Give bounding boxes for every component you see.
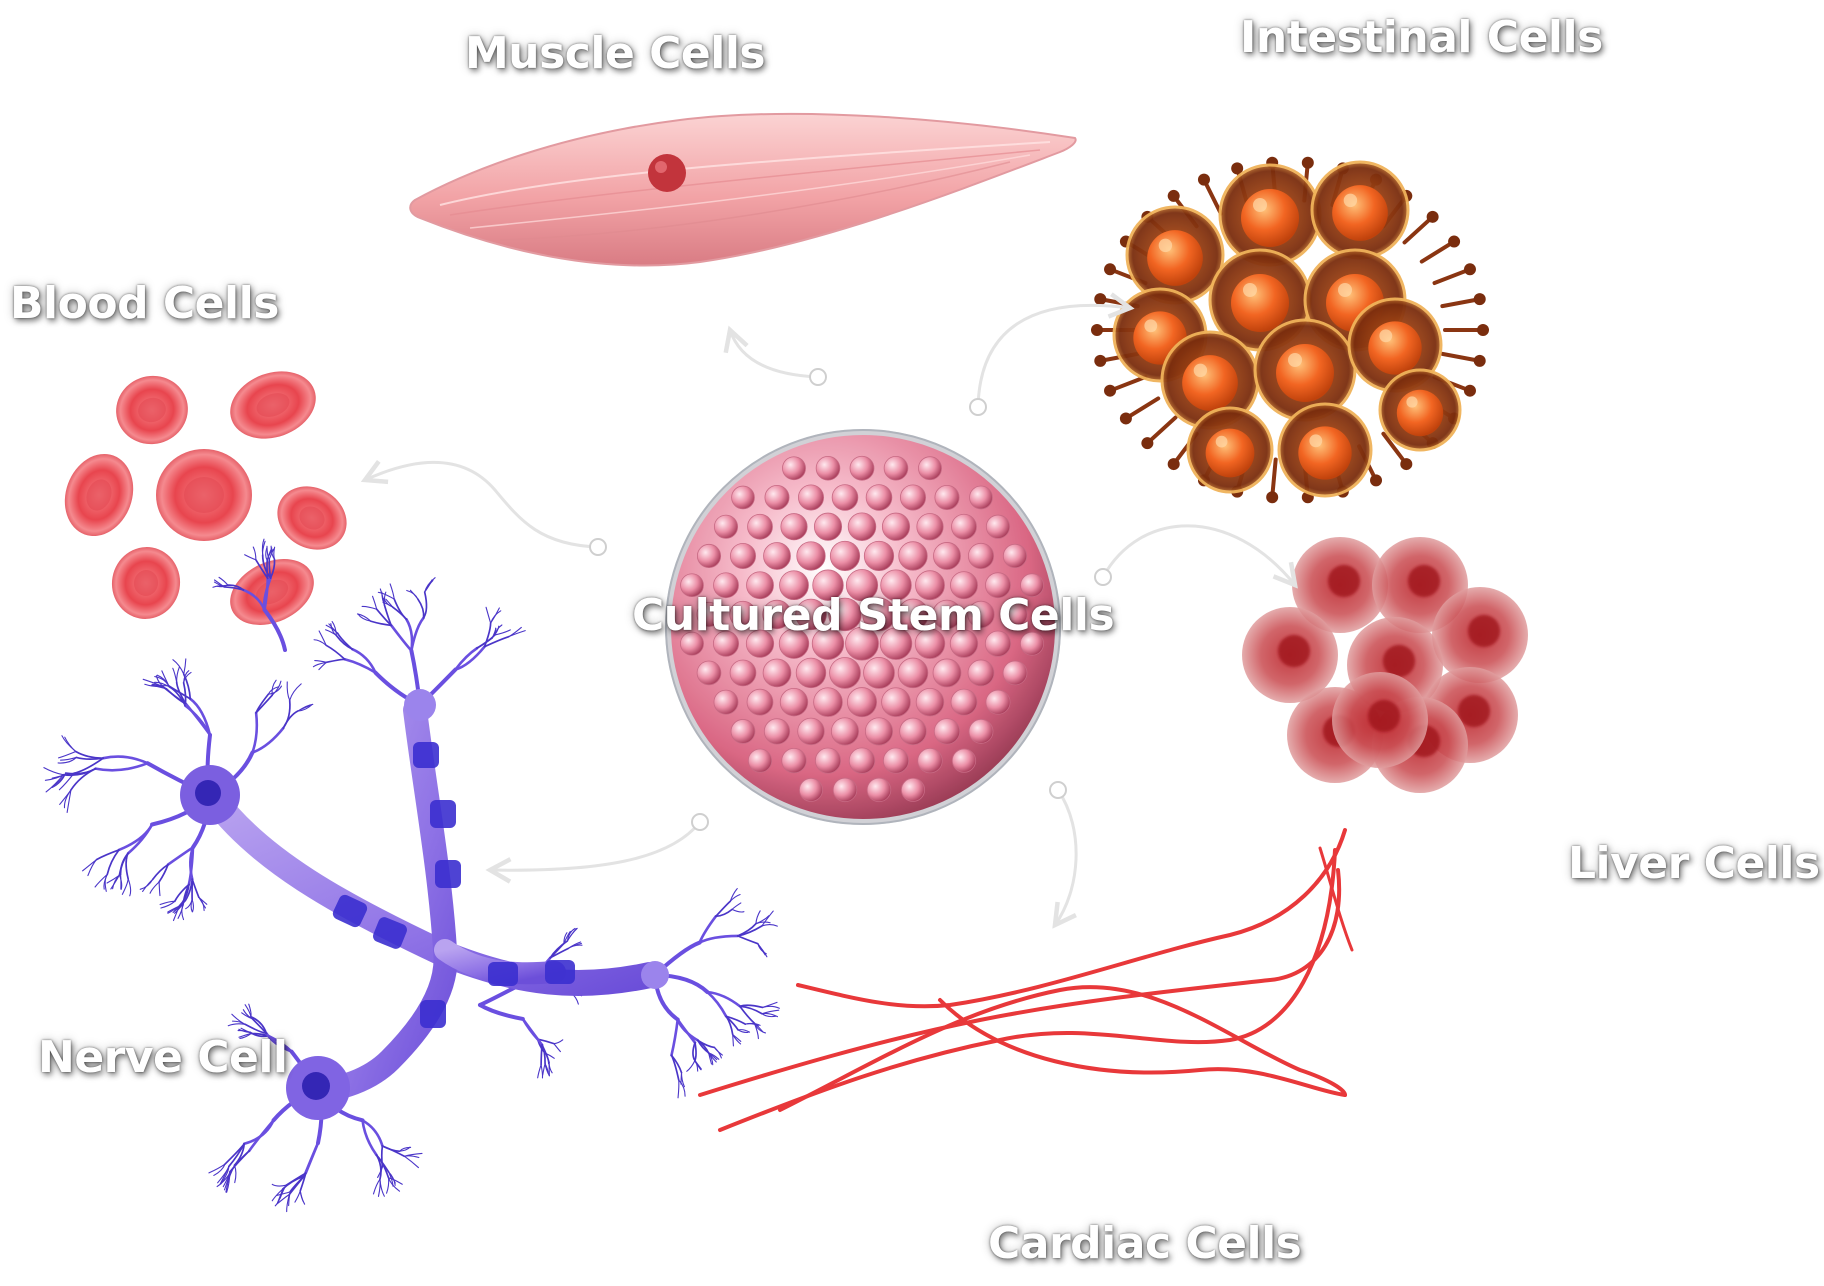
arrow-to-intestinal [976, 305, 1130, 408]
intestinal-cell-bodies [1112, 160, 1462, 498]
label-cardiac-cells: Cardiac Cells [988, 1218, 1302, 1269]
label-stem-cells: Cultured Stem Cells [632, 590, 1115, 641]
muscle-cell-image [409, 112, 1077, 267]
label-liver-cells: Liver Cells [1568, 838, 1820, 889]
nerve-cell-image [43, 538, 780, 1213]
blood-cells-image [64, 371, 347, 625]
connector-arrows [365, 305, 1295, 925]
cardiac-cells-image [698, 828, 1354, 1132]
arrow-to-cardiac [1055, 789, 1078, 925]
label-muscle-cells: Muscle Cells [465, 28, 766, 79]
liver-cells-image [1242, 537, 1528, 793]
arrow-to-liver [1101, 524, 1295, 585]
stem-cell-bubbles [680, 455, 1045, 803]
arrow-to-nerve [490, 821, 702, 870]
stem-cell-cluster [665, 429, 1061, 825]
arrow-to-muscle [730, 330, 819, 379]
label-blood-cells: Blood Cells [10, 278, 279, 329]
label-nerve-cell: Nerve Cell [38, 1032, 288, 1083]
label-intestinal-cells: Intestinal Cells [1240, 12, 1603, 63]
arrow-to-blood [365, 462, 599, 549]
connector-dots [589, 368, 1112, 831]
intestinal-cells-image [1091, 156, 1489, 504]
